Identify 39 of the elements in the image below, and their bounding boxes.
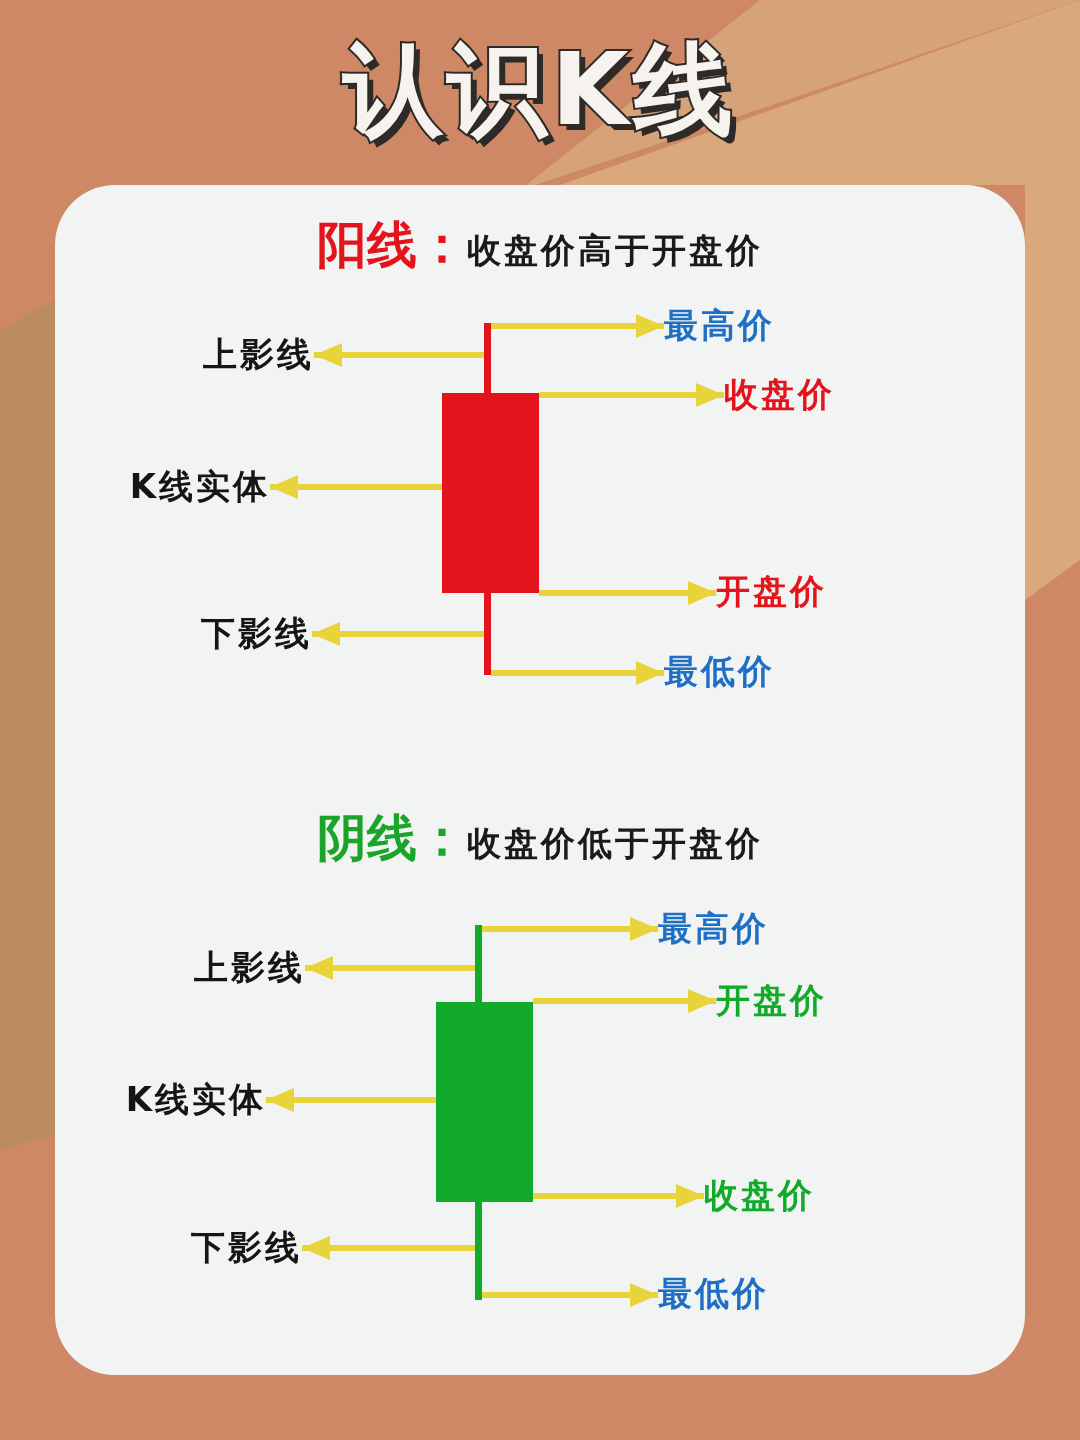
arrow bbox=[491, 661, 664, 685]
arrow bbox=[266, 1088, 436, 1112]
candle-wick bbox=[484, 593, 491, 675]
price-label: 收盘价 bbox=[724, 376, 835, 414]
part-label: K线实体 bbox=[125, 1081, 266, 1119]
arrow bbox=[482, 1283, 658, 1307]
part-label: 上影线 bbox=[203, 336, 314, 374]
arrow bbox=[539, 383, 724, 407]
title: 认识K线 bbox=[341, 30, 738, 150]
arrow bbox=[533, 1184, 704, 1208]
arrow bbox=[270, 475, 442, 499]
candle-body bbox=[436, 1002, 533, 1202]
price-label: 最低价 bbox=[658, 1275, 769, 1313]
price-label: 开盘价 bbox=[716, 573, 827, 611]
heading-text: 收盘价高于开盘价 bbox=[467, 228, 763, 272]
price-label: 收盘价 bbox=[704, 1177, 815, 1215]
arrow bbox=[533, 989, 716, 1013]
part-label: 上影线 bbox=[194, 949, 305, 987]
heading-text: 收盘价低于开盘价 bbox=[467, 821, 763, 865]
candle-wick bbox=[475, 1202, 482, 1300]
arrow bbox=[539, 581, 716, 605]
part-label: 下影线 bbox=[201, 615, 312, 653]
candle-wick bbox=[484, 323, 491, 393]
candle-body bbox=[442, 393, 539, 593]
arrow bbox=[305, 956, 475, 980]
arrow bbox=[302, 1236, 475, 1260]
price-label: 最低价 bbox=[664, 653, 775, 691]
heading-term: 阳线： bbox=[317, 214, 467, 276]
arrow bbox=[312, 622, 484, 646]
price-label: 开盘价 bbox=[716, 982, 827, 1020]
arrow bbox=[482, 917, 658, 941]
candle-wick bbox=[475, 925, 482, 1002]
arrow bbox=[491, 314, 664, 338]
part-label: 下影线 bbox=[191, 1229, 302, 1267]
price-label: 最高价 bbox=[658, 910, 769, 948]
arrow bbox=[314, 343, 484, 367]
part-label: K线实体 bbox=[129, 468, 270, 506]
price-label: 最高价 bbox=[664, 307, 775, 345]
heading-term: 阴线： bbox=[317, 807, 467, 869]
